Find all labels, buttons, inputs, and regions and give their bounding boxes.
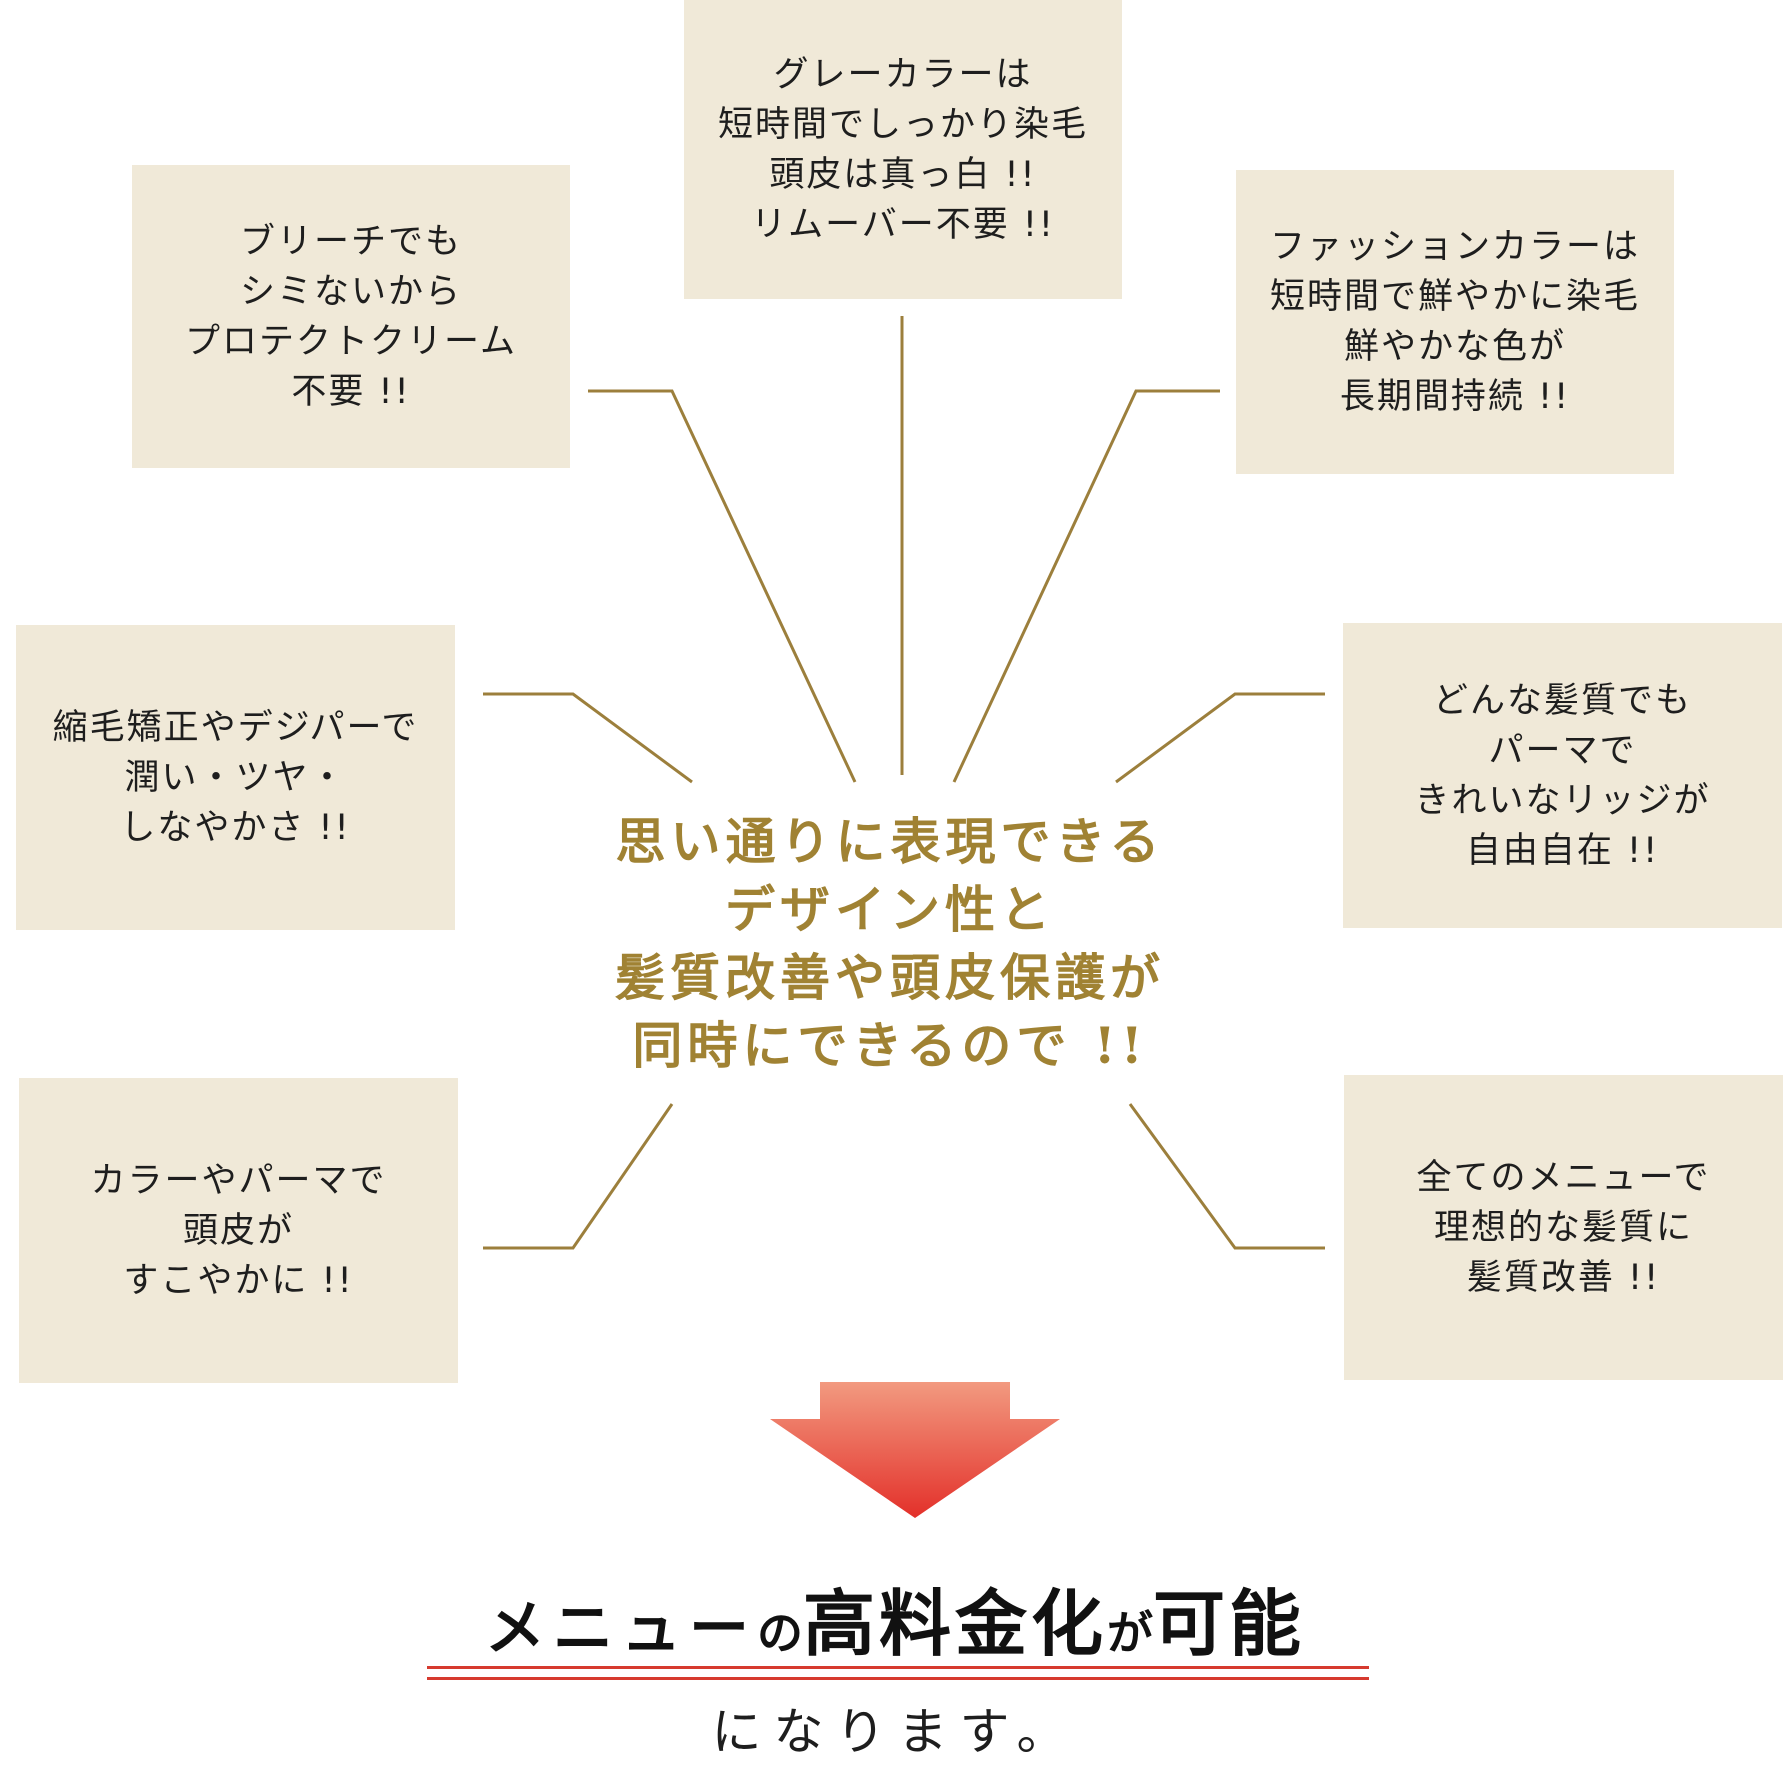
benefit-line: 鮮やかな色が — [1343, 327, 1566, 367]
central-message-line: デザイン性と — [725, 880, 1055, 939]
central-message-line: 髪質改善や頭皮保護が — [615, 948, 1165, 1007]
benefit-line: 短時間でしっかり染毛 — [717, 104, 1088, 145]
connector-upper-left — [588, 389, 857, 783]
benefit-line: リムーバー不要 !! — [751, 204, 1055, 245]
headline-underline-bottom — [427, 1677, 1369, 1680]
result-headline: メニューの高料金化が可能 — [420, 1565, 1370, 1670]
benefit-line: シミないから — [239, 271, 462, 312]
central-message-line: 同時にできるので !! — [632, 1016, 1148, 1075]
benefit-line: プロテクトクリーム — [185, 321, 517, 362]
connector-upper-right — [952, 389, 1220, 783]
benefit-box-lower-right: 全てのメニューで 理想的な髪質に 髪質改善 !! — [1344, 1075, 1783, 1380]
central-message: 思い通りに表現できる デザイン性と 髪質改善や頭皮保護が 同時にできるので !! — [560, 808, 1220, 1080]
benefit-line: 縮毛矯正やデジパーで — [52, 707, 419, 748]
benefit-line: 潤い・ツヤ・ — [124, 757, 347, 798]
benefit-box-middle-right: どんな髪質でも パーマで きれいなリッジが 自由自在 !! — [1343, 623, 1782, 928]
central-message-line: 思い通りに表現できる — [615, 812, 1165, 871]
benefit-box-upper-right: ファッションカラーは 短時間で鮮やかに染毛 鮮やかな色が 長期間持続 !! — [1236, 170, 1674, 474]
benefit-line: 頭皮が — [182, 1210, 294, 1251]
connector-middle-left — [483, 692, 693, 784]
benefit-line: ブリーチでも — [239, 221, 462, 262]
benefit-line: 短時間で鮮やかに染毛 — [1269, 277, 1640, 317]
result-particle-no: の — [756, 1606, 803, 1660]
result-possible: 可能 — [1153, 1581, 1306, 1666]
benefit-line: 自由自在 !! — [1465, 830, 1660, 871]
benefit-line: カラーやパーマで — [90, 1160, 387, 1201]
benefit-line: どんな髪質でも — [1432, 680, 1692, 721]
benefit-box-top: グレーカラーは 短時間でしっかり染毛 頭皮は真っ白 !! リムーバー不要 !! — [684, 0, 1122, 299]
closing-text: になります。 — [711, 1703, 1079, 1761]
benefit-line: 頭皮は真っ白 !! — [769, 154, 1037, 195]
benefit-box-upper-left: ブリーチでも シミないから プロテクトクリーム 不要 !! — [132, 165, 570, 468]
benefit-line: ファッションカラーは — [1269, 227, 1640, 267]
benefit-line: パーマで — [1488, 730, 1637, 771]
benefit-box-middle-left: 縮毛矯正やデジパーで 潤い・ツヤ・ しなやかさ !! — [16, 625, 455, 930]
benefit-line: すこやかに !! — [123, 1260, 354, 1301]
benefit-line: 理想的な髪質に — [1433, 1207, 1693, 1248]
benefit-line: 全てのメニューで — [1416, 1157, 1711, 1198]
benefit-line: きれいなリッジが — [1414, 780, 1711, 821]
connector-lower-left — [483, 1103, 674, 1250]
benefit-line: 髪質改善 !! — [1466, 1257, 1661, 1298]
result-particle-ga: が — [1107, 1606, 1153, 1660]
benefit-line: しなやかさ !! — [120, 807, 351, 848]
result-high-price: 高料金化 — [802, 1581, 1107, 1666]
benefit-line: 不要 !! — [291, 371, 411, 412]
connector-lower-right — [1128, 1103, 1325, 1250]
connector-middle-right — [1115, 692, 1325, 784]
benefit-line: グレーカラーは — [773, 54, 1033, 95]
benefit-line: 長期間持続 !! — [1339, 377, 1571, 417]
benefit-box-lower-left: カラーやパーマで 頭皮が すこやかに !! — [19, 1078, 458, 1383]
headline-underline-top — [427, 1666, 1369, 1669]
down-arrow-icon — [770, 1382, 1060, 1518]
result-menu: メニュー — [484, 1594, 757, 1664]
